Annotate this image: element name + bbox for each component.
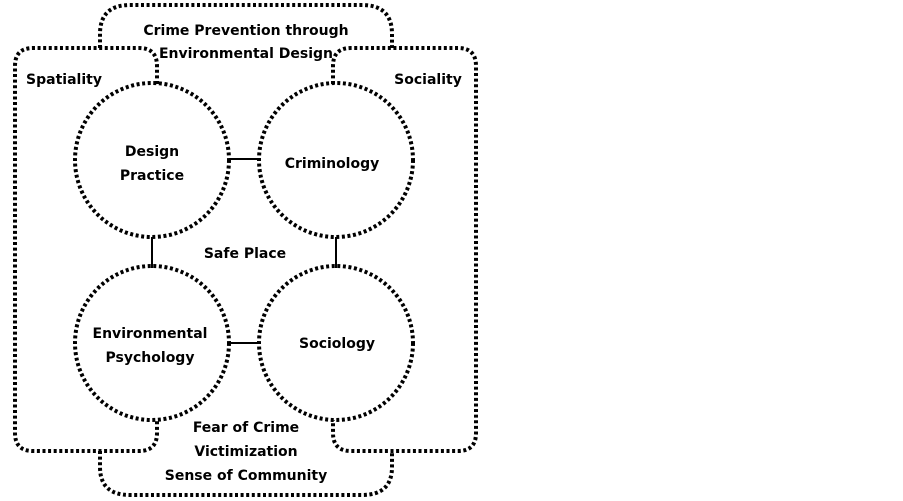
- safe-place-label: Safe Place: [204, 246, 286, 262]
- design-practice-label-line2: Practice: [120, 168, 184, 184]
- spatiality-frame: [13, 46, 159, 453]
- fear-of-crime-label: Fear of Crime: [193, 420, 299, 436]
- sociology-label: Sociology: [299, 336, 375, 352]
- sociality-frame: [331, 46, 478, 453]
- environmental-psychology-label-line2: Psychology: [106, 350, 195, 366]
- criminology-circle: [257, 81, 415, 239]
- sense-of-community-label: Sense of Community: [165, 468, 327, 484]
- cpted-label-line1: Crime Prevention through: [143, 23, 348, 39]
- victimization-label: Victimization: [194, 444, 297, 460]
- spatiality-label: Spatiality: [26, 72, 102, 88]
- sociology-circle: [257, 264, 415, 422]
- sociality-label: Sociality: [394, 72, 462, 88]
- cpted-label-line2: Environmental Design: [159, 46, 333, 62]
- environmental-psychology-label-line1: Environmental: [93, 326, 208, 342]
- design-practice-label-line1: Design: [125, 144, 179, 160]
- design-practice-circle: [73, 81, 231, 239]
- environmental-psychology-circle: [73, 264, 231, 422]
- criminology-label: Criminology: [285, 156, 380, 172]
